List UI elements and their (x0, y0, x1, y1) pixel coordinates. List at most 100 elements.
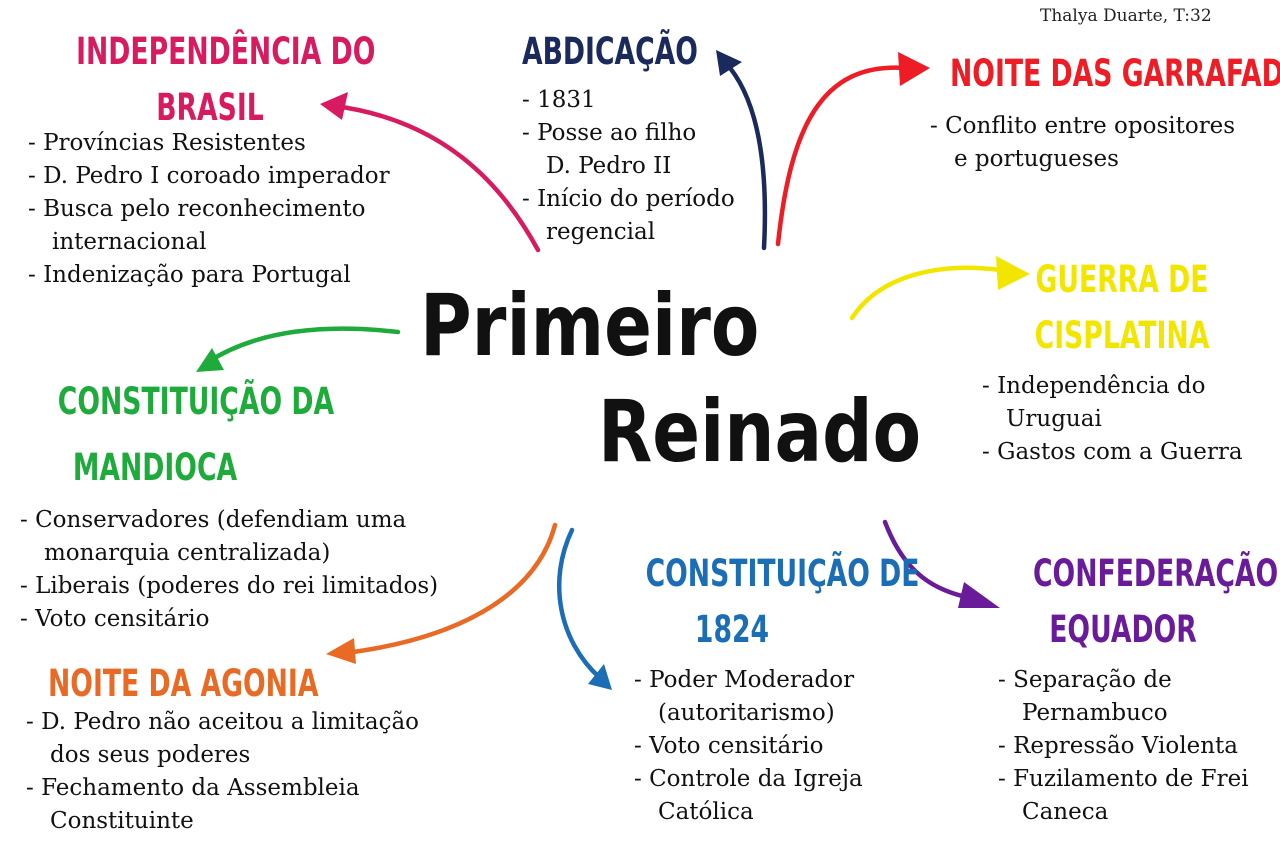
list-item: - D. Pedro I coroado imperador (28, 160, 396, 193)
item-text: - Independência do (982, 373, 1206, 399)
item-text: - Início do período (522, 186, 735, 212)
center-title-line1: Primeiro (420, 276, 760, 376)
node-c1824: CONSTITUIÇÃO DE 1824 - Poder Moderador (a… (612, 546, 920, 829)
item-text: - Conflito entre opositores (930, 113, 1236, 139)
title-line: MANDIOCA (72, 446, 238, 489)
node-title: NOITE DA AGONIA (48, 656, 318, 712)
item-text-continued: Caneca (1022, 799, 1109, 825)
arrowhead-cisplatina (996, 256, 1030, 290)
item-text: - Separação de (998, 667, 1172, 693)
list-item: - 1831 (522, 84, 766, 117)
title-line: NOITE DAS GARRAFADAS (950, 52, 1280, 95)
list-item: - Liberais (poderes do rei limitados) (20, 570, 438, 603)
node-title: CONFEDERAÇÃO DO EQUADOR (1033, 546, 1280, 658)
node-title: NOITE DAS GARRAFADAS (950, 46, 1280, 102)
arrow-to-equador (882, 519, 973, 601)
item-list: - Províncias Resistentes - D. Pedro I cor… (28, 127, 396, 292)
item-list: - 1831 - Posse ao filho D. Pedro II - Iníci… (522, 84, 766, 249)
list-item: - Posse ao filho D. Pedro II (522, 117, 766, 183)
item-text: - Liberais (poderes do rei limitados) (20, 573, 439, 599)
node-title: CONSTITUIÇÃO DE 1824 (645, 546, 920, 658)
item-text: - Conservadores (defendiam uma (20, 507, 407, 533)
arrowhead-c1824 (588, 664, 612, 690)
item-text: - Controle da Igreja (634, 766, 863, 792)
node-abdicacao: ABDICAÇÃO - 1831 - Posse ao filho D. Pedro… (522, 24, 766, 249)
list-item: - Conflito entre opositores e portugueses (930, 110, 1280, 176)
arrow-to-cisplatina (849, 265, 1003, 321)
item-text: - Busca pelo reconhecimento (28, 196, 366, 222)
list-item: - Separação de Pernambuco (998, 664, 1249, 730)
item-text: - Indenização para Portugal (28, 262, 351, 288)
node-title: INDEPENDÊNCIA DO BRASIL (76, 24, 376, 136)
node-cisplatina: GUERRA DE CISPLATINA - Independência do U… (982, 252, 1262, 469)
item-text-continued: e portugueses (954, 146, 1119, 172)
node-agonia: NOITE DA AGONIA - D. Pedro não aceitou a… (26, 656, 424, 838)
title-line: GUERRA DE (1035, 258, 1209, 301)
node-title: CONSTITUIÇÃO DA MANDIOCA (57, 374, 335, 496)
item-list: - Independência do Uruguai - Gastos com a … (982, 370, 1262, 469)
item-text: - Repressão Violenta (998, 733, 1238, 759)
arrow-to-abdicacao (722, 59, 768, 251)
title-line: INDEPENDÊNCIA DO (76, 30, 376, 73)
list-item: - Voto censitário (634, 730, 863, 763)
item-text-continued: Católica (658, 799, 754, 825)
title-line: EQUADOR (1049, 608, 1197, 651)
arrow-to-c1824 (556, 527, 603, 681)
item-text: - Voto censitário (20, 606, 210, 632)
node-equador: CONFEDERAÇÃO DO EQUADOR - Separação de Pe… (998, 546, 1280, 829)
item-text: - 1831 (522, 87, 596, 113)
item-text-continued: Pernambuco (1022, 700, 1168, 726)
center-title-line2: Reinado (598, 382, 922, 482)
item-text-continued: (autoritarismo) (658, 700, 835, 726)
list-item: - Conservadores (defendiam uma monarquia … (20, 504, 438, 570)
list-item: - Gastos com a Guerra (982, 436, 1262, 469)
title-line: ABDICAÇÃO (522, 30, 698, 73)
arrow-to-independencia (332, 103, 541, 253)
list-item: - Províncias Resistentes (28, 127, 396, 160)
title-line: CONSTITUIÇÃO DA (57, 380, 335, 423)
item-text-continued: Uruguai (1006, 406, 1102, 432)
item-text: - D. Pedro I coroado imperador (28, 163, 390, 189)
title-line: CONSTITUIÇÃO DE (645, 552, 920, 595)
arrowhead-agonia (326, 638, 356, 664)
item-list: - Conflito entre opositores e portugueses (930, 110, 1280, 176)
item-text-continued: internacional (52, 229, 207, 255)
item-text: - Fuzilamento de Frei (998, 766, 1249, 792)
list-item: - Voto censitário (20, 603, 438, 636)
title-line: CISPLATINA (1034, 314, 1210, 357)
author-credit: Thalya Duarte, T:32 (1040, 6, 1212, 26)
node-independencia: INDEPENDÊNCIA DO BRASIL - Províncias Res… (28, 24, 396, 292)
list-item: - Busca pelo reconhecimento internacional (28, 193, 396, 259)
node-garrafadas: NOITE DAS GARRAFADAS - Conflito entre op… (930, 46, 1280, 176)
item-text: - Fechamento da Assembleia (26, 775, 360, 801)
item-text: - Poder Moderador (634, 667, 855, 693)
title-line: CONFEDERAÇÃO DO (1033, 552, 1280, 595)
list-item: - Independência do Uruguai (982, 370, 1262, 436)
item-text-continued: Constituinte (50, 808, 194, 834)
item-text-continued: D. Pedro II (546, 153, 672, 179)
arrowhead-mandioca (196, 348, 224, 372)
arrow-to-garrafadas (775, 65, 908, 247)
node-mandioca: CONSTITUIÇÃO DA MANDIOCA - Conservadores… (20, 374, 438, 636)
list-item: - Indenização para Portugal (28, 259, 396, 292)
item-text-continued: dos seus poderes (50, 742, 251, 768)
list-item: - Poder Moderador (autoritarismo) (634, 664, 863, 730)
node-title: GUERRA DE CISPLATINA (1021, 252, 1223, 364)
title-line: 1824 (694, 608, 770, 651)
item-list: - Separação de Pernambuco - Repressão Viol… (998, 664, 1249, 829)
title-line: BRASIL (156, 86, 264, 129)
item-list: - Poder Moderador (autoritarismo) - Voto c… (634, 664, 863, 829)
item-text: - Voto censitário (634, 733, 824, 759)
item-text: - Posse ao filho (522, 120, 697, 146)
title-line: NOITE DA AGONIA (48, 662, 319, 705)
arrowhead-equador (958, 582, 1000, 608)
arrowhead-abdicacao (716, 50, 742, 76)
arrowhead-independencia (320, 92, 348, 120)
item-text-continued: monarquia centralizada) (44, 540, 331, 566)
